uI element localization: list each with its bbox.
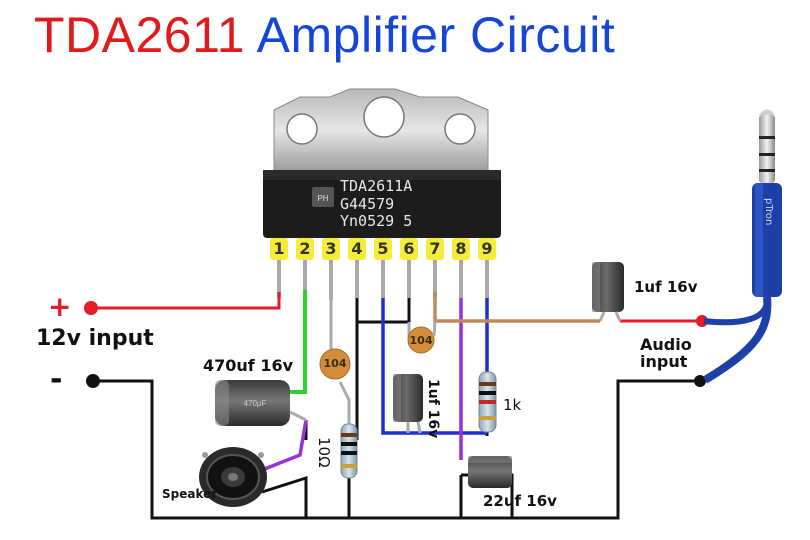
cap-104-left xyxy=(319,348,351,380)
pin-label-1: 1 xyxy=(270,238,288,260)
minus-label: - xyxy=(50,362,63,397)
audio-jack-icon xyxy=(702,109,782,384)
audio-input-label: Audio input xyxy=(640,335,692,371)
ic-marking-line-3: Yn0529 5 xyxy=(340,212,413,230)
speaker-icon xyxy=(199,447,267,507)
wire-green xyxy=(290,290,307,394)
cap-22uf xyxy=(468,456,512,488)
speaker-label: Speaker xyxy=(162,487,218,501)
audio-ground-dot xyxy=(694,375,706,387)
power-input-label: 12v input xyxy=(36,326,154,351)
title-part-circuit: Amplifier Circuit xyxy=(256,7,616,63)
minus-terminal xyxy=(86,374,100,388)
ic-heatsink xyxy=(273,88,489,173)
cap-22uf-label: 22uf 16v xyxy=(483,492,557,510)
pin-label-3: 3 xyxy=(322,238,340,260)
plus-label: + xyxy=(48,290,72,323)
title-part-ic: TDA2611 xyxy=(34,7,246,63)
pin-label-6: 6 xyxy=(400,238,418,260)
pin-label-7: 7 xyxy=(426,238,444,260)
resistor-1k-label: 1k xyxy=(503,396,522,414)
diagram-title: TDA2611 Amplifier Circuit xyxy=(34,6,615,64)
cap-1uf-audio xyxy=(592,262,624,322)
cap-104-right xyxy=(407,320,437,354)
pin-label-8: 8 xyxy=(452,238,470,260)
jack-brand-label: pTron xyxy=(763,198,774,226)
cap-1uf-audio-label: 1uf 16v xyxy=(634,278,698,296)
resistor-10ohm-label: 10Ω xyxy=(315,437,333,468)
pin-label-4: 4 xyxy=(348,238,366,260)
svg-text:PH: PH xyxy=(317,194,328,203)
cap-470uf-label: 470uf 16v xyxy=(203,356,294,375)
cap-104-right-label: 104 xyxy=(409,334,433,347)
cap-1uf-mid-label: 1uf 16v xyxy=(425,379,441,439)
cap-470uf: 470μF xyxy=(215,380,307,426)
resistor-10ohm xyxy=(340,423,358,479)
pin-label-9: 9 xyxy=(478,238,496,260)
pin-label-2: 2 xyxy=(296,238,314,260)
wire-red xyxy=(93,292,700,323)
ic-marking-line-2: G44579 xyxy=(340,195,395,213)
svg-text:470μF: 470μF xyxy=(244,399,267,408)
resistor-1k xyxy=(478,371,497,433)
ic-body: PH xyxy=(263,170,501,238)
cap-1uf-mid xyxy=(393,374,423,434)
ic-marking-line-1: TDA2611A xyxy=(340,177,413,195)
wire-purple xyxy=(261,298,463,472)
pin-label-5: 5 xyxy=(374,238,392,260)
plus-terminal xyxy=(84,301,98,315)
cap-104-left-label: 104 xyxy=(323,357,347,370)
wire-blue xyxy=(381,298,489,435)
